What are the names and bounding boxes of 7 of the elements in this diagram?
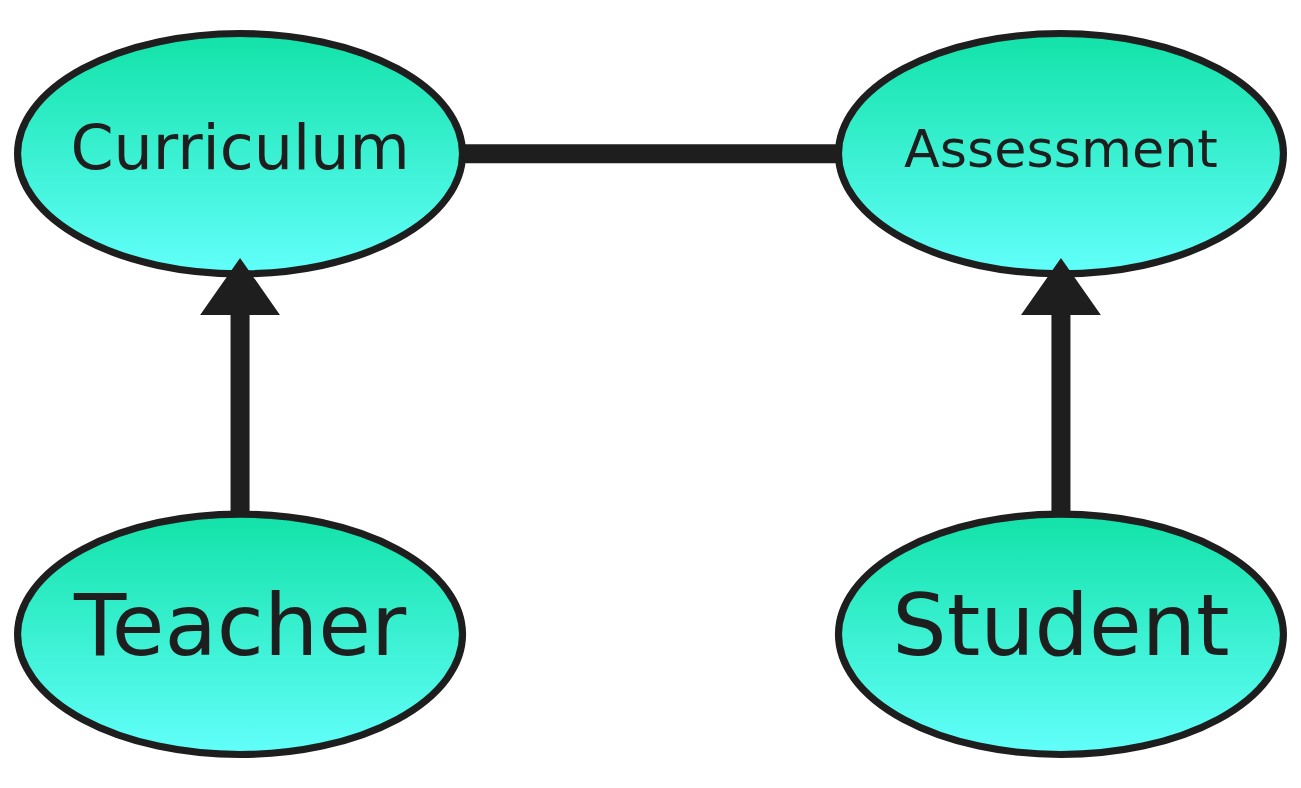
arrow [200,257,280,514]
node-ellipse: Teacher [14,510,467,759]
arrow [1021,257,1101,514]
node-ellipse: Curriculum [14,29,467,278]
node-ellipse: Assessment [834,29,1287,278]
node-ellipse: Student [834,510,1287,759]
connector [462,144,838,164]
